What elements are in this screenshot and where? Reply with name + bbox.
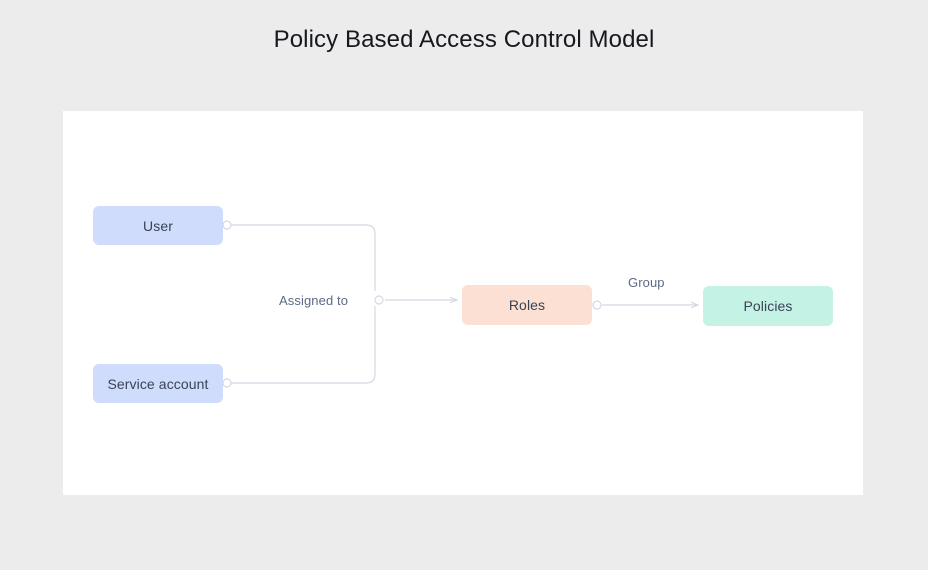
connector-port-roles: [592, 300, 602, 310]
node-service-account-label: Service account: [107, 375, 209, 392]
page-title: Policy Based Access Control Model: [273, 26, 655, 53]
node-user-label: User: [143, 217, 173, 234]
connector-port-service-account: [222, 378, 232, 388]
node-policies-label: Policies: [743, 298, 793, 314]
connector-user-to-junction: [227, 224, 376, 291]
node-service-account[interactable]: Service account: [93, 364, 223, 403]
connector-port-junction: [374, 295, 384, 305]
connector-port-user: [222, 220, 232, 230]
connector-layer: [222, 220, 863, 388]
diagram-canvas: User Service account Roles Policies Assi…: [63, 111, 863, 495]
node-roles[interactable]: Roles: [462, 285, 592, 325]
node-policies[interactable]: Policies: [703, 286, 833, 326]
node-user[interactable]: User: [93, 206, 223, 245]
edge-label-group: Group: [628, 275, 665, 290]
connector-service-account-to-junction: [227, 306, 376, 384]
node-roles-label: Roles: [508, 297, 546, 313]
edge-label-assigned-to: Assigned to: [279, 293, 349, 308]
